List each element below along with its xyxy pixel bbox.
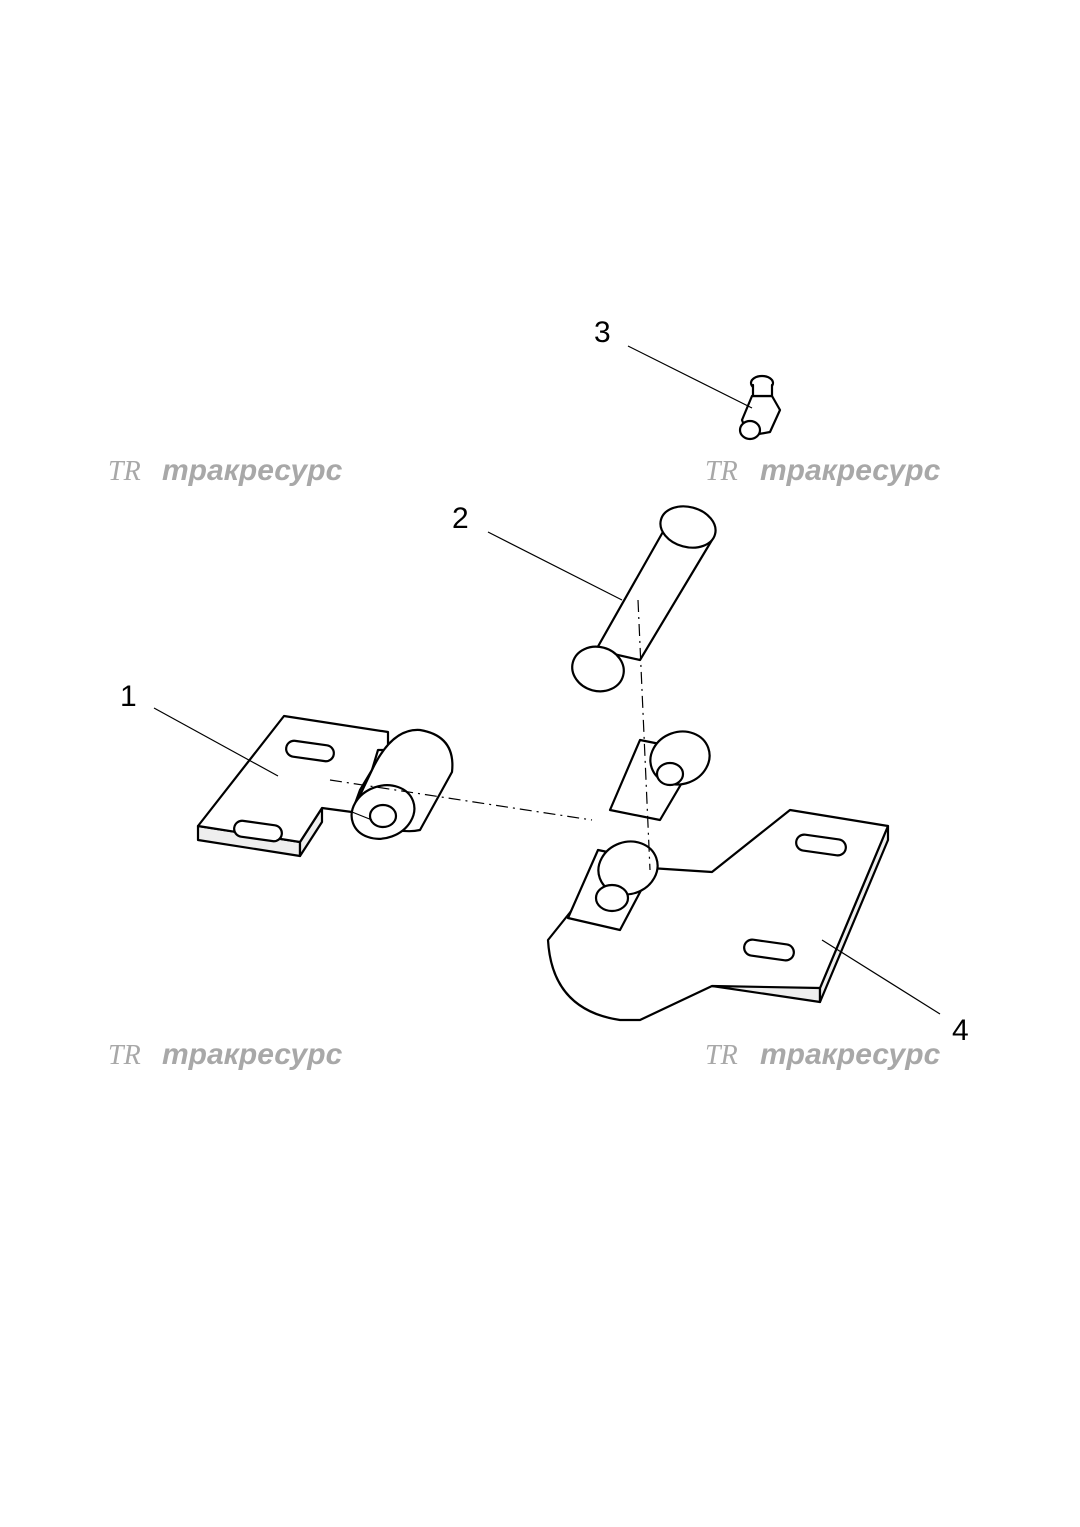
- watermark-text: тракресурс: [760, 1038, 941, 1071]
- watermark-logo: TR: [108, 456, 141, 487]
- leader-line-1: [153, 707, 279, 777]
- watermark-bottom-left: TR тракресурс: [108, 1038, 343, 1071]
- callout-3: 3: [594, 316, 611, 349]
- watermark-top-left: TR тракресурс: [108, 454, 343, 487]
- watermark-logo: TR: [705, 456, 738, 487]
- callout-4: 4: [952, 1014, 969, 1047]
- part-3-grease-fitting: [738, 374, 782, 441]
- leader-line-3: [627, 345, 753, 409]
- watermark-text: тракресурс: [162, 454, 343, 487]
- assembly-axis-1: [329, 779, 593, 821]
- part-1-hinge-leaf: [196, 714, 454, 858]
- watermark-top-right: TR тракресурс: [705, 454, 941, 487]
- watermark-text: тракресурс: [162, 1038, 343, 1071]
- callout-2: 2: [452, 502, 469, 535]
- callout-1: 1: [120, 680, 137, 713]
- watermark-logo: TR: [705, 1040, 738, 1071]
- leader-line-2: [487, 531, 623, 601]
- watermark-logo: TR: [108, 1040, 141, 1071]
- watermark-bottom-right: TR тракресурс: [705, 1038, 941, 1071]
- leader-line-4: [821, 939, 941, 1015]
- watermark-text: тракресурс: [760, 454, 941, 487]
- part-2-hinge-pin: [571, 505, 717, 693]
- assembly-axis-2: [637, 599, 651, 871]
- part-4-hinge-leaf: [546, 730, 890, 1022]
